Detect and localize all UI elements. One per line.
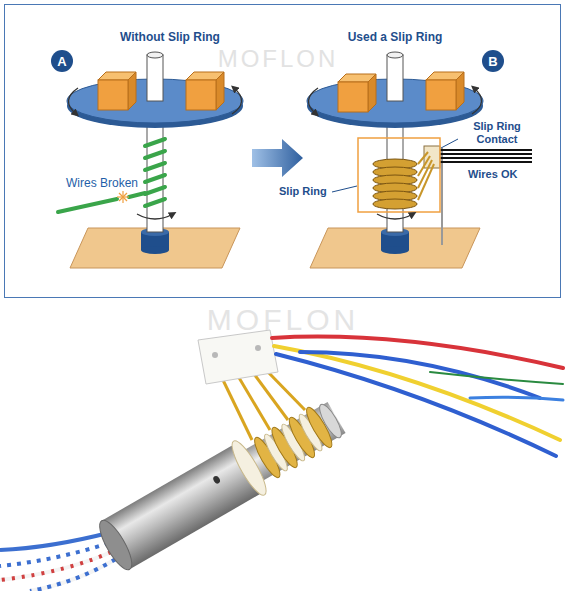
letter-badge: B — [482, 50, 504, 72]
badge-letter: A — [57, 55, 66, 68]
letter-badge: A — [51, 50, 73, 72]
watermark: MOFLON — [207, 304, 359, 336]
callout-label: Slip Ring Contact — [461, 120, 533, 146]
panel-heading: Used a Slip Ring — [348, 31, 443, 45]
watermark: MOFLON — [218, 46, 339, 72]
panel-heading: Without Slip Ring — [120, 31, 220, 45]
callout-label: Slip Ring — [279, 185, 327, 198]
callout-label: Wires OK — [468, 168, 517, 181]
badge-letter: B — [488, 55, 497, 68]
callout-label: Wires Broken — [66, 177, 138, 191]
